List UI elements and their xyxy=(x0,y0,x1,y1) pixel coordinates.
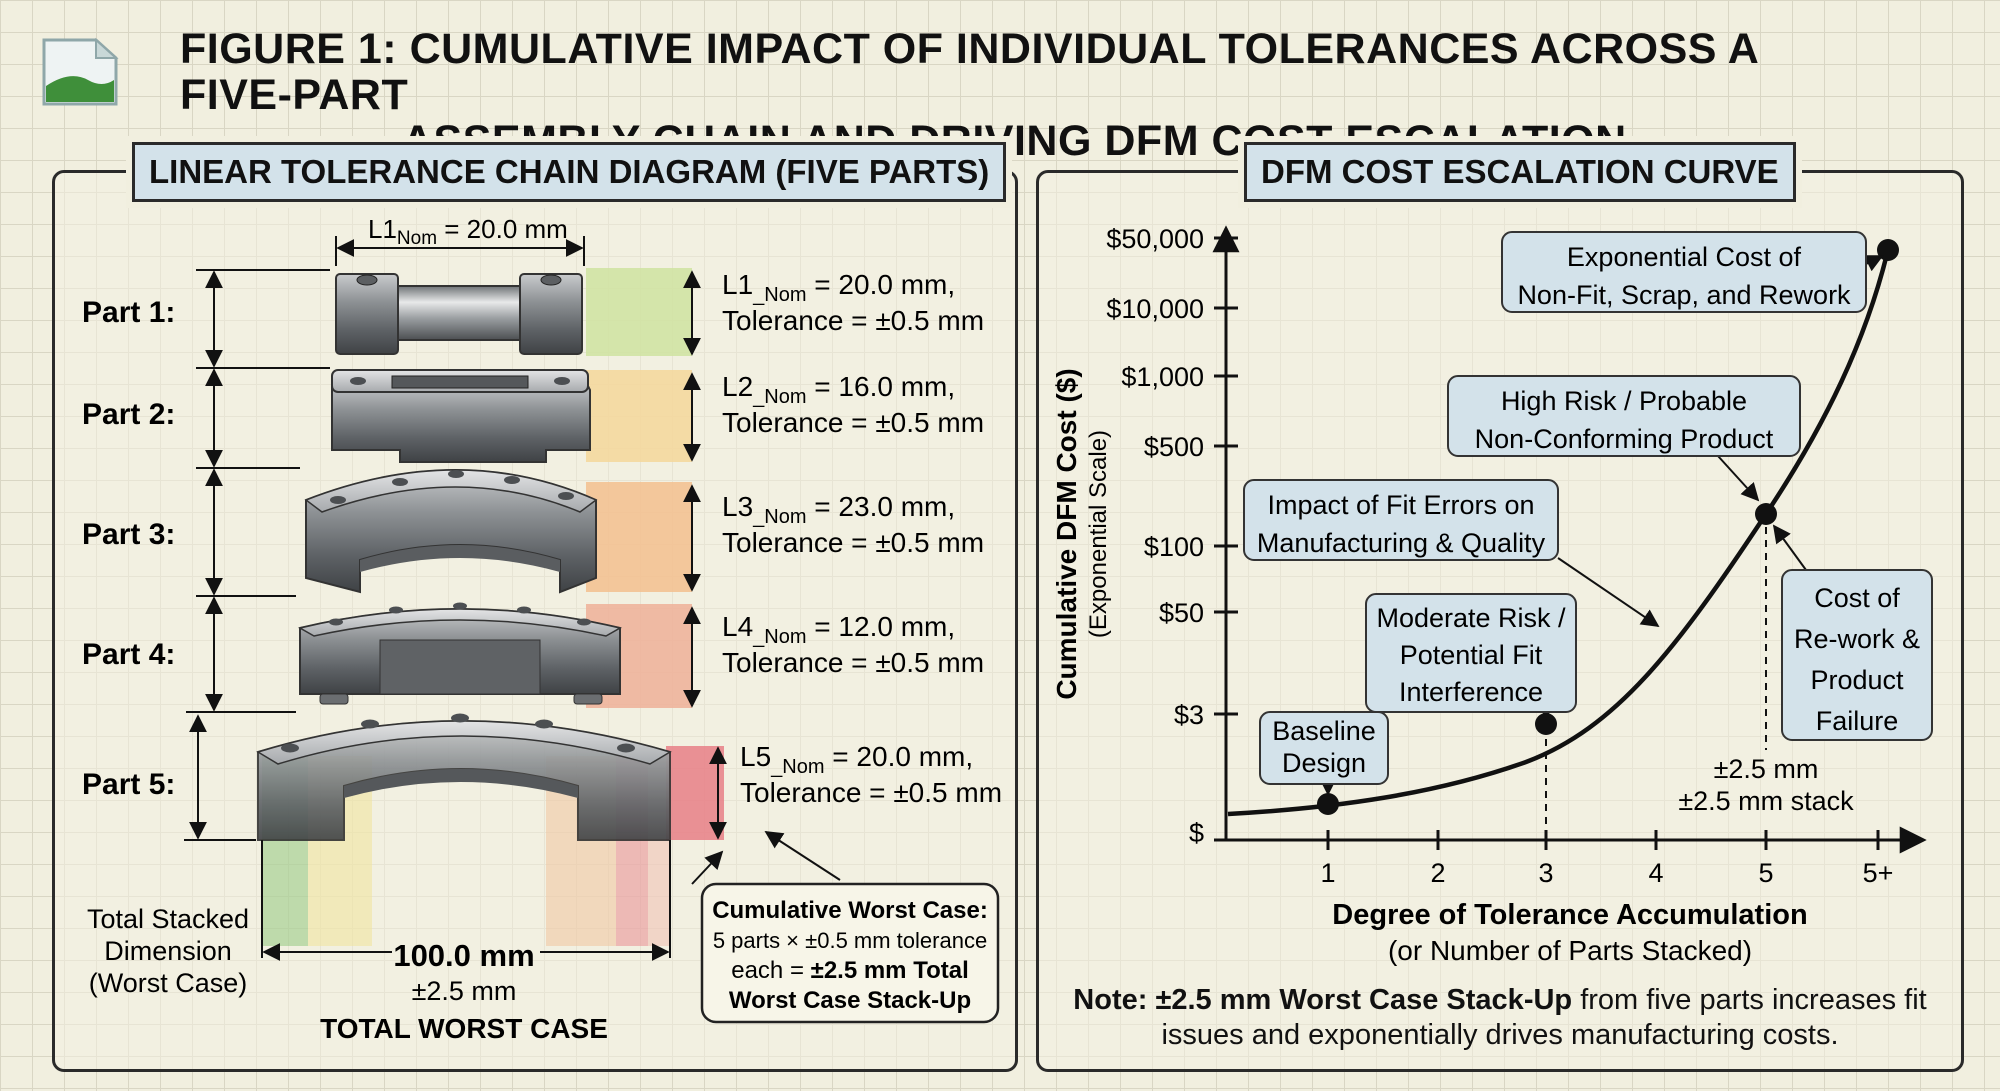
y-tick-label: $50 xyxy=(1159,598,1204,628)
svg-text:Re-work &: Re-work & xyxy=(1794,624,1920,654)
x-tick-label: 5+ xyxy=(1863,858,1894,888)
worst-case-callout: Cumulative Worst Case: 5 parts × ±0.5 mm… xyxy=(691,831,1000,1024)
svg-text:±2.5 mm: ±2.5 mm xyxy=(1714,754,1819,784)
svg-text:Impact of Fit Errors on: Impact of Fit Errors on xyxy=(1267,490,1534,520)
part-4-drawing xyxy=(297,602,623,705)
part-2-drawing xyxy=(331,369,591,463)
svg-text:High Risk / Probable: High Risk / Probable xyxy=(1501,386,1747,416)
part-3-drawing xyxy=(304,469,598,594)
cost-curve xyxy=(1227,249,1891,817)
x-axis-sublabel: (or Number of Parts Stacked) xyxy=(1388,935,1752,966)
part-2-nominal: L2_Nom = 16.0 mm, xyxy=(722,371,955,408)
chart-axes xyxy=(1212,225,1927,854)
image-placeholder-icon xyxy=(42,37,119,106)
tolerance-chain-diagram: L1Nom = 20.0 mm Part 1: L1_Nom = 20.0 mm,… xyxy=(82,214,1002,1044)
part-3-label: Part 3: xyxy=(82,518,175,551)
svg-text:Product: Product xyxy=(1810,665,1904,695)
total-worst-case-caption: TOTAL WORST CASE xyxy=(320,1013,608,1044)
part-1-nominal: L1_Nom = 20.0 mm, xyxy=(722,269,955,306)
tolerance-band-2 xyxy=(586,370,692,462)
top-dimension-label: L1Nom = 20.0 mm xyxy=(368,214,568,249)
point-high-risk xyxy=(1755,503,1777,525)
y-tick-label: $50,000 xyxy=(1106,224,1204,254)
stack-label: ±2.5 mm±2.5 mm stack xyxy=(1678,754,1854,816)
x-tick-label: 2 xyxy=(1430,858,1445,888)
total-dimension-tolerance: ±2.5 mm xyxy=(412,976,517,1006)
figure-title-line1: FIGURE 1: CUMULATIVE IMPACT OF INDIVIDUA… xyxy=(180,25,1758,119)
note-line2: issues and exponentially drives manufact… xyxy=(1161,1019,1839,1051)
total-dimension: 100.0 mm ±2.5 mm TOTAL WORST CASE xyxy=(261,840,671,1044)
svg-text:Interference: Interference xyxy=(1399,677,1543,707)
part-4-nominal: L4_Nom = 12.0 mm, xyxy=(722,611,955,648)
y-tick-label: $ xyxy=(1189,818,1204,848)
worst-case-line4: Worst Case Stack-Up xyxy=(729,987,971,1014)
svg-text:Moderate Risk /: Moderate Risk / xyxy=(1376,603,1566,633)
svg-text:Failure: Failure xyxy=(1816,706,1899,736)
note-emphasis: Note: ±2.5 mm Worst Case Stack-Up xyxy=(1073,984,1573,1016)
y-tick-label: $10,000 xyxy=(1106,294,1204,324)
x-tick-label: 3 xyxy=(1538,858,1553,888)
part-4-tolerance: Tolerance = ±0.5 mm xyxy=(722,647,984,678)
tolerance-band-1 xyxy=(586,268,692,356)
part-5-tolerance: Tolerance = ±0.5 mm xyxy=(740,777,1002,808)
cost-escalation-chart: $ $3 $50 $100 $500 $1,000 $10,000 $50,000 1 2 3 4 5… xyxy=(1051,224,1933,966)
part-1-label: Part 1: xyxy=(82,296,175,329)
svg-text:Non-Fit, Scrap, and Rework: Non-Fit, Scrap, and Rework xyxy=(1517,280,1851,310)
x-tick-label: 5 xyxy=(1758,858,1773,888)
note-line1-rest: from five parts increases fit xyxy=(1572,984,1927,1016)
cost-curve-heading: DFM COST ESCALATION CURVE xyxy=(1244,142,1796,202)
part-3-tolerance: Tolerance = ±0.5 mm xyxy=(722,527,984,558)
worst-case-line3: each = ±2.5 mm Total xyxy=(731,957,969,984)
point-baseline xyxy=(1317,793,1339,815)
svg-text:Potential Fit: Potential Fit xyxy=(1400,640,1543,670)
y-axis-title: Cumulative DFM Cost ($) (Exponential Sca… xyxy=(1051,368,1112,699)
worst-case-title: Cumulative Worst Case: xyxy=(712,897,988,924)
svg-text:±2.5 mm stack: ±2.5 mm stack xyxy=(1678,786,1854,816)
part-2-tolerance: Tolerance = ±0.5 mm xyxy=(722,407,984,438)
chart-note: Note: ±2.5 mm Worst Case Stack-Up from f… xyxy=(1050,983,1950,1053)
x-tick-label: 4 xyxy=(1648,858,1663,888)
part-2-label: Part 2: xyxy=(82,398,175,431)
svg-text:Manufacturing & Quality: Manufacturing & Quality xyxy=(1257,528,1546,558)
total-stacked-label: Total Stacked Dimension (Worst Case) xyxy=(87,904,249,998)
part-5-nominal: L5_Nom = 20.0 mm, xyxy=(740,741,973,778)
left-dimension-lines xyxy=(184,269,330,841)
part-5-drawing xyxy=(256,713,672,841)
y-tick-label: $3 xyxy=(1174,700,1204,730)
right-dimension-arrows xyxy=(683,270,727,840)
y-tick-label: $500 xyxy=(1144,432,1204,462)
svg-text:Non-Conforming Product: Non-Conforming Product xyxy=(1475,424,1774,454)
y-tick-label: $100 xyxy=(1144,532,1204,562)
part-4-label: Part 4: xyxy=(82,638,175,671)
x-axis-label: Degree of Tolerance Accumulation xyxy=(1332,899,1807,931)
tolerance-chain-heading: LINEAR TOLERANCE CHAIN DIAGRAM (FIVE PAR… xyxy=(132,142,1007,202)
top-dimension: L1Nom = 20.0 mm xyxy=(335,214,585,266)
total-dimension-value: 100.0 mm xyxy=(393,938,534,973)
svg-text:(Worst Case): (Worst Case) xyxy=(89,968,248,998)
svg-text:Exponential Cost of: Exponential Cost of xyxy=(1567,242,1802,272)
svg-text:Cost of: Cost of xyxy=(1814,583,1900,613)
svg-text:Dimension: Dimension xyxy=(104,936,232,966)
part-3-nominal: L3_Nom = 23.0 mm, xyxy=(722,491,955,528)
tolerance-band-5 xyxy=(666,746,724,840)
callout-exponential: Exponential Cost of Non-Fit, Scrap, and R… xyxy=(1501,231,1884,313)
part-5-label: Part 5: xyxy=(82,768,175,801)
svg-text:Total Stacked: Total Stacked xyxy=(87,904,249,934)
svg-text:Baseline: Baseline xyxy=(1272,716,1376,746)
callout-impact: Impact of Fit Errors on Manufacturing & Q… xyxy=(1243,479,1660,628)
part-1-tolerance: Tolerance = ±0.5 mm xyxy=(722,305,984,336)
y-tick-label: $1,000 xyxy=(1121,362,1204,392)
part-1-drawing xyxy=(335,273,583,355)
y-axis-sublabel: (Exponential Scale) xyxy=(1085,430,1112,638)
x-tick-label: 1 xyxy=(1320,858,1335,888)
worst-case-line2: 5 parts × ±0.5 mm tolerance xyxy=(713,928,987,953)
tolerance-band-3 xyxy=(586,482,692,592)
svg-text:Design: Design xyxy=(1282,748,1366,778)
y-axis-label: Cumulative DFM Cost ($) xyxy=(1051,368,1082,699)
